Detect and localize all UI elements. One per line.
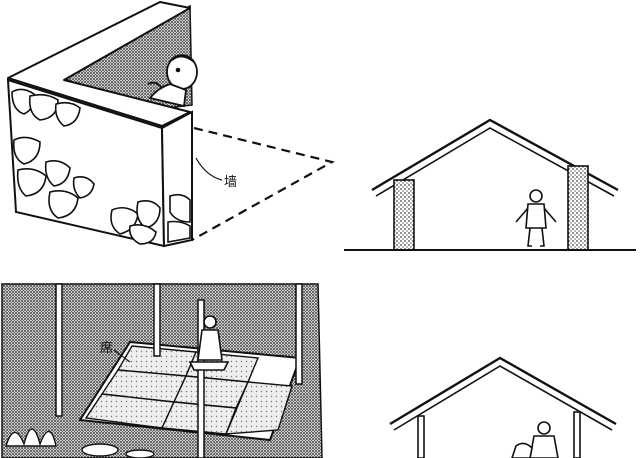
left-wall xyxy=(393,179,415,251)
wall-top-cap xyxy=(7,1,191,127)
mat-label: 席 xyxy=(100,340,113,356)
wall-sketch-panel: 墙 xyxy=(6,1,335,248)
wall-label: 墙 xyxy=(224,175,237,190)
roof-outer-2 xyxy=(389,356,617,426)
pavilion-posts xyxy=(55,283,303,458)
open-posts xyxy=(417,411,581,458)
roof-inner-2 xyxy=(393,365,613,431)
dashed-outline xyxy=(191,126,335,241)
right-wall xyxy=(567,165,589,251)
plant xyxy=(5,428,57,447)
seated-person xyxy=(188,315,230,371)
house-open-panel xyxy=(389,356,617,458)
standing-person xyxy=(515,189,557,247)
pavilion-panel: 席 xyxy=(1,283,323,458)
mat-label-leader xyxy=(113,349,131,363)
stepping-stones xyxy=(81,443,155,458)
wall-label-leader xyxy=(195,157,223,181)
peeking-person xyxy=(147,54,198,108)
seated-people xyxy=(511,421,559,458)
wall-stones xyxy=(11,88,191,245)
house-enclosed-panel xyxy=(344,118,636,251)
